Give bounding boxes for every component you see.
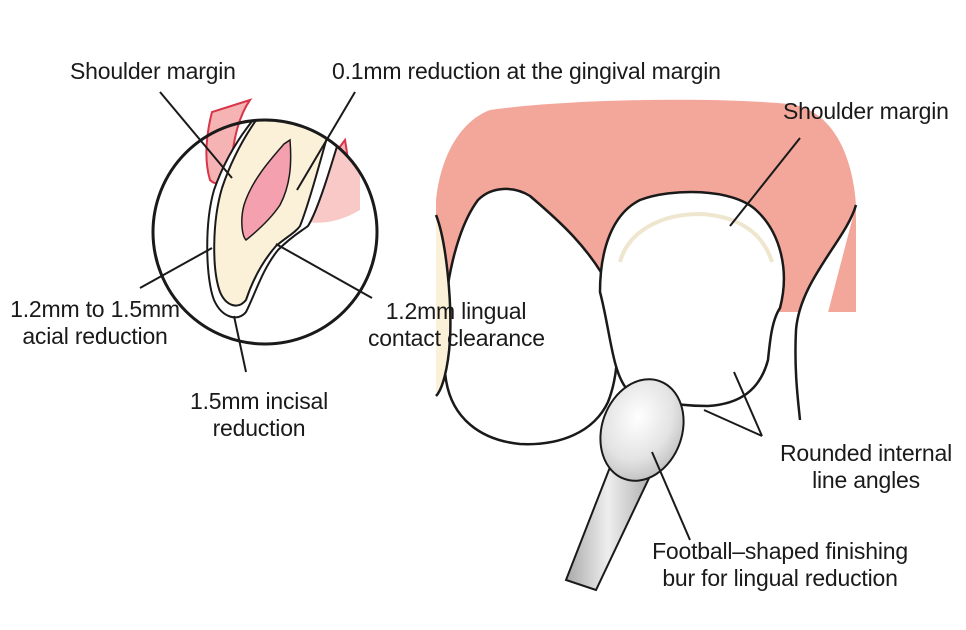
leader-bur	[651, 451, 691, 541]
leader-lines	[139, 91, 801, 541]
label-incisal-reduction-line1: 1.5mm incisal	[190, 388, 328, 414]
label-lingual-clearance-line2: contact clearance	[368, 325, 545, 351]
adjacent-tooth-right	[794, 204, 858, 421]
label-incisal-reduction-line2: reduction	[212, 415, 306, 441]
adjacent-tooth-far-left	[434, 214, 452, 397]
shoulder-margin-line	[618, 211, 774, 263]
label-internal-angles-line2: line angles	[812, 467, 920, 493]
label-incisal-reduction: 1.5mm incisal reduction	[174, 388, 344, 442]
leader-shoulder-left	[159, 91, 233, 179]
label-internal-angles-line1: Rounded internal	[780, 440, 952, 466]
leader-lingual	[275, 243, 373, 299]
leader-facial	[139, 247, 213, 289]
label-internal-angles: Rounded internal line angles	[768, 440, 964, 494]
label-facial-reduction-line2: acial reduction	[22, 323, 168, 349]
label-facial-reduction-line1: 1.2mm to 1.5mm	[10, 296, 180, 322]
bur-head	[599, 378, 685, 482]
label-finishing-bur-line1: Football–shaped finishing	[652, 538, 908, 564]
label-finishing-bur-line2: bur for lingual reduction	[662, 565, 898, 591]
finishing-bur	[564, 378, 685, 592]
inset-pulp	[241, 138, 292, 242]
label-gingival-reduction: 0.1mm reduction at the gingival margin	[332, 58, 721, 84]
label-lingual-clearance-line1: 1.2mm lingual	[385, 298, 527, 324]
leader-gingival	[296, 91, 356, 191]
inset-circle	[151, 118, 379, 346]
prepared-tooth	[598, 190, 786, 408]
label-shoulder-margin-left: Shoulder margin	[70, 58, 236, 84]
leader-shoulder-right	[729, 137, 801, 227]
label-shoulder-margin-right: Shoulder margin	[783, 98, 949, 124]
leader-internal-1	[733, 371, 763, 437]
label-lingual-clearance: 1.2mm lingual contact clearance	[368, 298, 545, 352]
leader-incisal	[233, 315, 247, 373]
label-finishing-bur: Football–shaped finishing bur for lingua…	[640, 538, 920, 592]
label-facial-reduction: 1.2mm to 1.5mm acial reduction	[0, 296, 190, 350]
leader-internal-2	[703, 409, 763, 437]
